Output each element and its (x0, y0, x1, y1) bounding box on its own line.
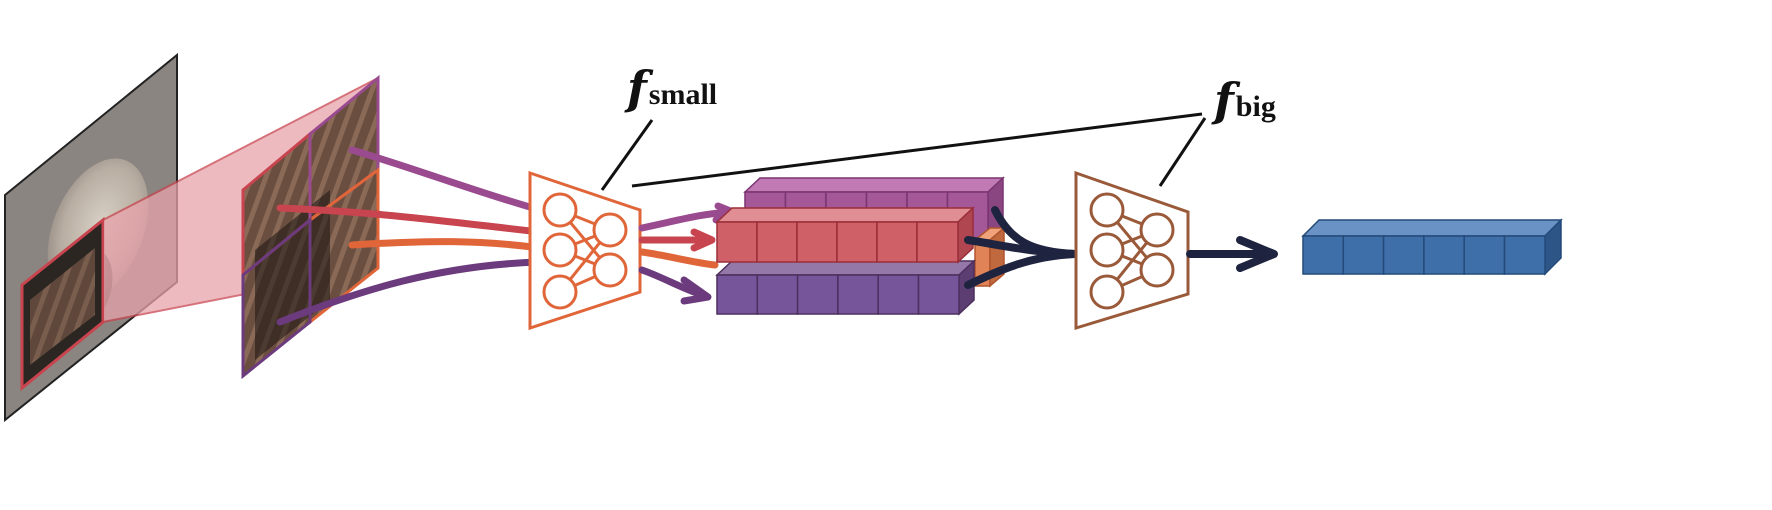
output-arrow (1186, 236, 1278, 272)
small-network-label: fsmall (600, 61, 717, 191)
svg-text:fsmall: fsmall (624, 61, 717, 115)
small-network (528, 170, 642, 331)
feature-row-purple (715, 259, 976, 316)
neural-network-icon (542, 192, 628, 310)
flow-red (276, 204, 544, 236)
big-network-label: fbig (1158, 73, 1276, 187)
neural-network-icon (1089, 192, 1175, 310)
big-network (1074, 170, 1190, 331)
svg-text:fbig: fbig (1211, 73, 1276, 127)
big-label-leader (1158, 117, 1207, 187)
patch-bottom-left (241, 216, 312, 380)
flow-orange (348, 238, 544, 252)
flow-purple (276, 258, 544, 326)
merge-arrows (964, 206, 1079, 289)
small-output-arrows (638, 202, 737, 305)
small-label-sub: small (649, 78, 717, 111)
patch-flows (276, 146, 544, 326)
feature-vector-icon (1301, 218, 1563, 276)
input-image (4, 52, 178, 423)
small-label-leader (600, 119, 654, 191)
zoomed-patch-grid-icon (241, 74, 380, 380)
flow-magenta (348, 146, 544, 214)
shared-label-leader (631, 112, 1203, 188)
feature-row-red (715, 206, 975, 264)
big-label-sub: big (1236, 90, 1276, 123)
